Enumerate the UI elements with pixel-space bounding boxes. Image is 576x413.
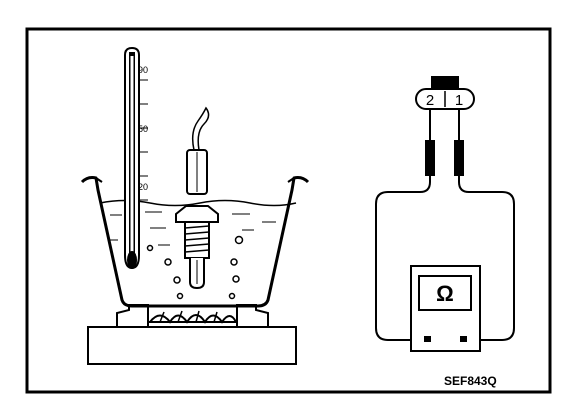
heating-setup: 90 50 20 [80, 46, 310, 365]
sensor-connector: 2 1 [415, 76, 475, 110]
thermometer-label-50: 50 [138, 124, 148, 134]
figure-code: SEF843Q [444, 374, 497, 388]
ohmmeter: Ω [410, 265, 481, 352]
burner-flame [149, 310, 237, 324]
connector-pin-2: 2 [426, 92, 434, 109]
connector-pin-1: 1 [455, 92, 463, 109]
water-bubbles [146, 235, 244, 300]
ohmmeter-terminal-left [424, 336, 431, 342]
ohm-symbol: Ω [436, 281, 454, 306]
connector-latch [431, 76, 459, 89]
water-ripples [108, 211, 276, 246]
lead-wire-right [458, 176, 515, 341]
ohmmeter-circuit: 2 1 Ω [375, 76, 515, 352]
thermometer-label-90: 90 [138, 65, 148, 75]
probe-left [425, 140, 435, 176]
heater-base [87, 304, 297, 365]
test-probes [425, 109, 464, 176]
temperature-sensor [175, 106, 219, 290]
figure-frame [25, 27, 552, 394]
ohmmeter-terminal-right [460, 336, 467, 342]
thermometer: 90 50 20 [124, 46, 148, 270]
probe-right [454, 140, 464, 176]
water-pot [80, 176, 310, 308]
thermometer-label-20: 20 [138, 182, 148, 192]
ohmmeter-display [418, 275, 472, 311]
lead-wire-left [375, 176, 431, 341]
